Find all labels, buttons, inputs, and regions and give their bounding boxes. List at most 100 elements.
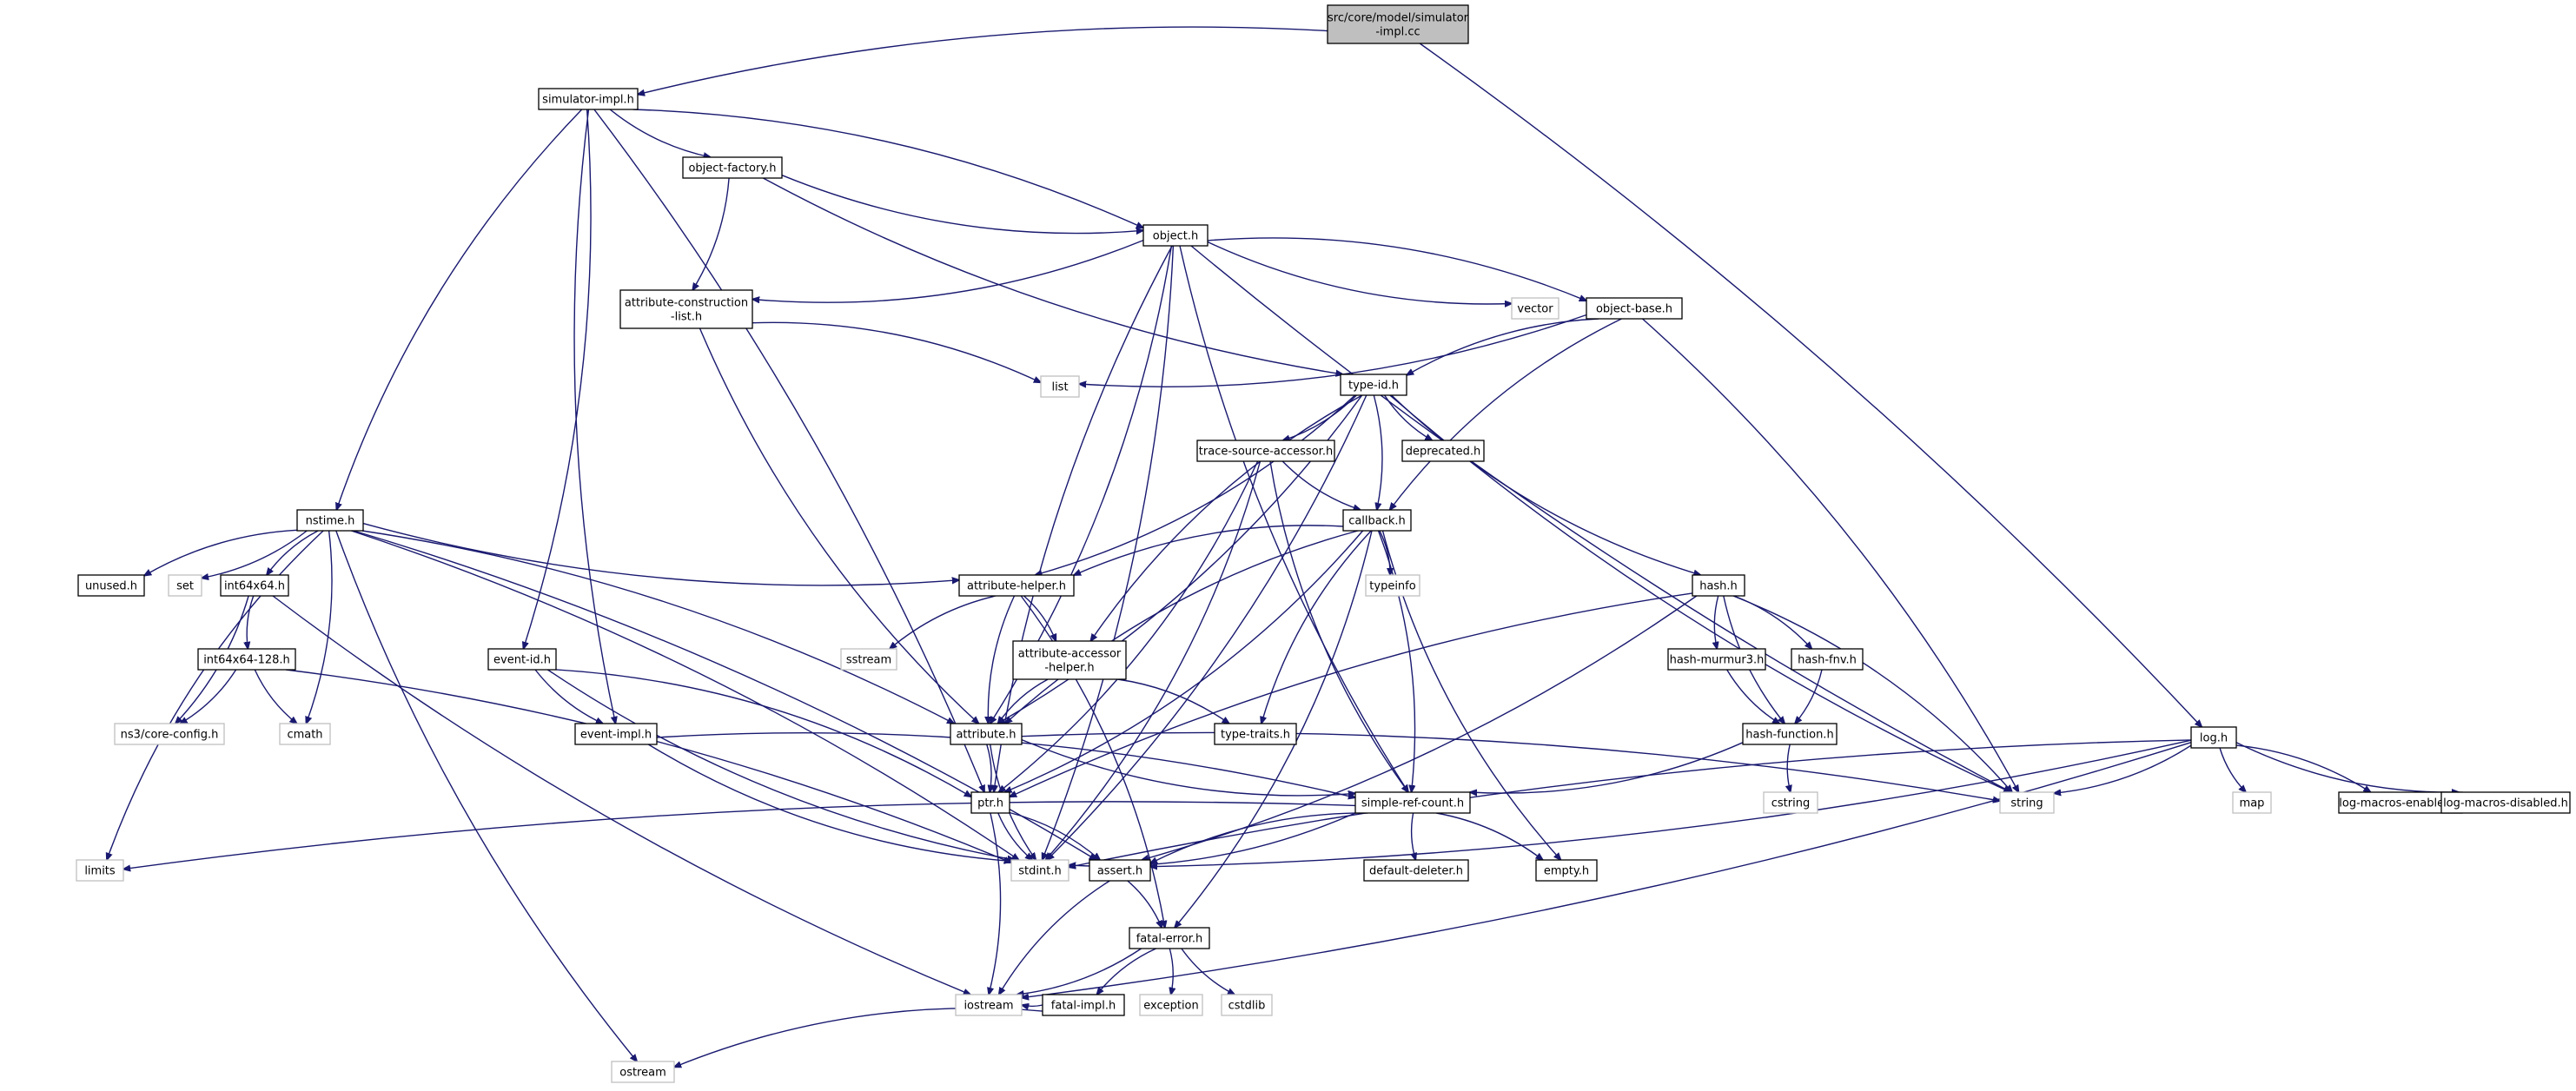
node-box xyxy=(1791,648,1864,671)
node-hash_murmur3_h[interactable]: hash-murmur3.h xyxy=(1667,648,1766,671)
node-box xyxy=(955,994,1023,1016)
node-label: limits xyxy=(84,865,116,878)
node-box xyxy=(1196,440,1335,462)
node-object_factory_h[interactable]: object-factory.h xyxy=(682,156,783,179)
edge-attr_accessor_helper_h-to-attribute_h xyxy=(998,678,1049,724)
edge-simulator_impl_h-to-ptr_h xyxy=(593,109,984,792)
node-unused_h[interactable]: unused.h xyxy=(77,574,145,597)
node-box xyxy=(840,648,897,671)
edge-int64x64_128_h-to-cmath xyxy=(254,669,296,724)
node-box xyxy=(619,289,753,329)
node-ptr_h[interactable]: ptr.h xyxy=(970,791,1010,814)
edge-callback_h-to-ptr_h xyxy=(1004,530,1364,792)
edge-hash_h-to-hash_fnv_h xyxy=(1733,595,1812,649)
node-hash_h[interactable]: hash.h xyxy=(1692,574,1745,597)
node-box xyxy=(682,156,783,179)
node-assert_h[interactable]: assert.h xyxy=(1089,859,1151,882)
edge-nstime_h-to-limits xyxy=(107,530,324,860)
edges-layer xyxy=(107,26,2459,1067)
node-box xyxy=(950,723,1023,745)
node-iostream: iostream xyxy=(955,994,1023,1016)
node-box xyxy=(1535,859,1598,882)
node-label: default-deleter.h xyxy=(1369,865,1463,878)
node-label: unused.h xyxy=(85,580,137,593)
node-fatal_impl_h[interactable]: fatal-impl.h xyxy=(1042,994,1125,1016)
node-stdint_h: stdint.h xyxy=(1010,859,1069,882)
node-callback_h[interactable]: callback.h xyxy=(1342,509,1412,532)
node-label: hash-murmur3.h xyxy=(1670,654,1765,667)
edge-attr_construction_list_h-to-attribute_h xyxy=(699,327,979,724)
node-label: nstime.h xyxy=(306,515,355,528)
node-box xyxy=(1010,859,1069,882)
node-typeinfo: typeinfo xyxy=(1365,574,1420,597)
edge-attr_accessor_helper_h-to-type_traits_h xyxy=(1117,678,1228,724)
node-label: callback.h xyxy=(1348,515,1406,528)
edge-nstime_h-to-unused_h xyxy=(144,529,298,575)
edge-object_factory_h-to-object_h xyxy=(781,175,1143,234)
node-simple_ref_count_h[interactable]: simple-ref-count.h xyxy=(1354,791,1471,814)
node-label: object.h xyxy=(1153,230,1198,243)
node-trace_source_accessor_h[interactable]: trace-source-accessor.h xyxy=(1196,440,1335,462)
node-box xyxy=(1089,859,1151,882)
edge-type_id_h-to-hash_h xyxy=(1391,394,1701,575)
node-root[interactable]: src/core/model/simulator-impl.cc xyxy=(1327,4,1469,44)
edge-object_base_h-to-callback_h xyxy=(1390,318,1622,510)
node-fatal_error_h[interactable]: fatal-error.h xyxy=(1129,927,1210,949)
edge-event_id_h-to-ptr_h xyxy=(555,669,971,797)
node-attr_construction_list_h[interactable]: attribute-construction-list.h xyxy=(619,289,753,329)
node-label: cmath xyxy=(287,729,322,742)
edge-attribute_h-to-ptr_h xyxy=(986,744,991,792)
node-attr_accessor_helper_h[interactable]: attribute-accessor-helper.h xyxy=(1012,640,1127,680)
node-type_traits_h[interactable]: type-traits.h xyxy=(1214,723,1297,745)
node-log_macros_disabled_h[interactable]: log-macros-disabled.h xyxy=(2440,791,2571,814)
edge-ptr_h-to-iostream xyxy=(989,812,1002,995)
node-empty_h[interactable]: empty.h xyxy=(1535,859,1598,882)
node-box xyxy=(1129,927,1210,949)
node-label: -list.h xyxy=(671,311,702,324)
node-simulator_impl_h[interactable]: simulator-impl.h xyxy=(538,88,639,110)
node-set: set xyxy=(168,574,202,597)
node-default_deleter_h[interactable]: default-deleter.h xyxy=(1363,859,1469,882)
node-event_impl_h[interactable]: event-impl.h xyxy=(574,723,658,745)
node-box xyxy=(1142,224,1209,247)
node-attribute_helper_h[interactable]: attribute-helper.h xyxy=(958,574,1075,597)
node-hash_function_h[interactable]: hash-function.h xyxy=(1742,723,1838,745)
edge-attr_construction_list_h-to-list xyxy=(752,321,1041,382)
edge-object_h-to-stdint_h xyxy=(1043,245,1175,860)
node-hash_fnv_h[interactable]: hash-fnv.h xyxy=(1791,648,1864,671)
node-label: int64x64.h xyxy=(224,580,285,593)
edge-nstime_h-to-stdint_h xyxy=(351,530,1018,860)
edge-root-to-log_h xyxy=(1419,43,2202,727)
node-nstime_h[interactable]: nstime.h xyxy=(296,509,364,532)
node-type_id_h[interactable]: type-id.h xyxy=(1340,374,1407,396)
node-event_id_h[interactable]: event-id.h xyxy=(487,648,557,671)
edge-callback_h-to-attribute_h xyxy=(1005,530,1359,724)
node-label: fatal-error.h xyxy=(1136,933,1203,946)
node-box xyxy=(2440,791,2571,814)
node-box xyxy=(1040,375,1080,398)
node-box xyxy=(296,509,364,532)
node-int64x64_128_h[interactable]: int64x64-128.h xyxy=(197,648,296,671)
node-label: src/core/model/simulator xyxy=(1328,12,1469,25)
edge-object_base_h-to-list xyxy=(1079,314,1587,387)
edge-hash_function_h-to-simple_ref_count_h xyxy=(1470,742,1744,793)
node-box xyxy=(1511,297,1560,320)
edge-hash_h-to-hash_murmur3_h xyxy=(1714,595,1718,649)
node-log_h[interactable]: log.h xyxy=(2190,726,2237,749)
node-attribute_h[interactable]: attribute.h xyxy=(950,723,1023,745)
node-object_base_h[interactable]: object-base.h xyxy=(1586,297,1683,320)
edge-object_factory_h-to-attr_construction_list_h xyxy=(692,177,730,290)
edge-simple_ref_count_h-to-assert_h xyxy=(1150,812,1368,863)
node-label: cstdlib xyxy=(1228,1000,1266,1013)
node-label: hash.h xyxy=(1699,580,1738,593)
node-object_h[interactable]: object.h xyxy=(1142,224,1209,247)
node-box xyxy=(1354,791,1471,814)
node-int64x64_h[interactable]: int64x64.h xyxy=(220,574,289,597)
node-label: trace-source-accessor.h xyxy=(1199,446,1333,459)
edge-nstime_h-to-ostream xyxy=(335,530,637,1061)
node-deprecated_h[interactable]: deprecated.h xyxy=(1401,440,1485,462)
node-label: log-macros-disabled.h xyxy=(2443,797,2568,810)
edge-int64x64_h-to-int64x64_128_h xyxy=(247,595,255,649)
node-box xyxy=(2232,791,2272,814)
